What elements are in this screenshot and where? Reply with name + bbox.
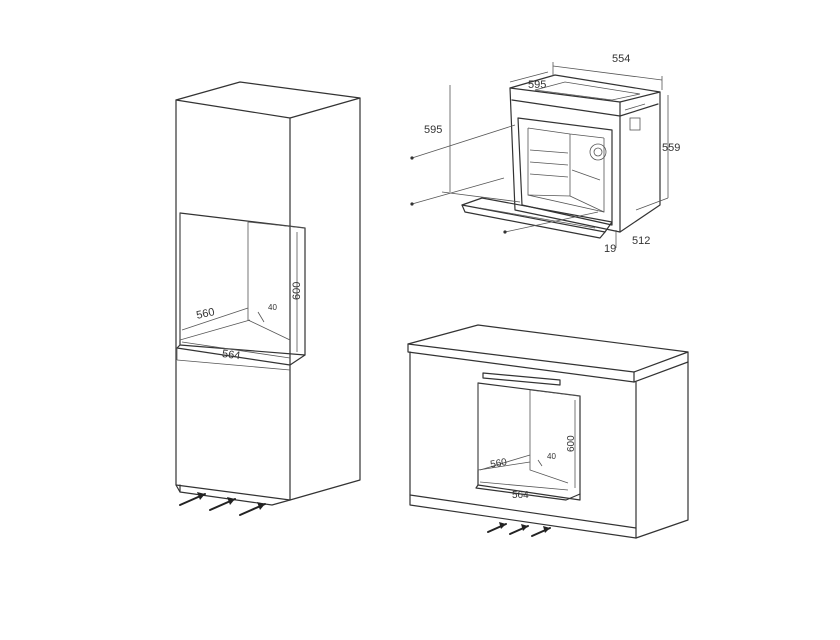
lower-niche-width-bottom: 564 bbox=[512, 490, 529, 501]
lower-niche-height: 600 bbox=[566, 435, 577, 452]
tall-cabinet-drawing: 560 40 600 564 bbox=[175, 81, 361, 516]
lower-niche-width-top: 560 bbox=[489, 457, 508, 471]
oven-door-offset: 19 bbox=[604, 243, 616, 255]
oven-front-width: 595 bbox=[528, 79, 546, 91]
airflow-arrows-lower bbox=[487, 522, 551, 537]
under-counter-cabinet-drawing: 560 40 600 564 bbox=[407, 324, 689, 539]
tall-niche-height: 600 bbox=[291, 282, 303, 300]
oven-front-height: 595 bbox=[424, 124, 442, 136]
tall-niche-gap: 40 bbox=[268, 303, 277, 312]
tall-niche-width-top: 560 bbox=[195, 306, 215, 322]
oven-drawing: 554 595 595 559 512 19 bbox=[410, 53, 680, 255]
airflow-arrows bbox=[179, 492, 266, 516]
oven-width-top: 554 bbox=[612, 53, 630, 65]
oven-height: 559 bbox=[662, 142, 680, 154]
oven-depth: 512 bbox=[632, 235, 650, 247]
lower-niche-gap: 40 bbox=[547, 452, 556, 461]
tall-niche-width-bottom: 564 bbox=[221, 348, 241, 362]
